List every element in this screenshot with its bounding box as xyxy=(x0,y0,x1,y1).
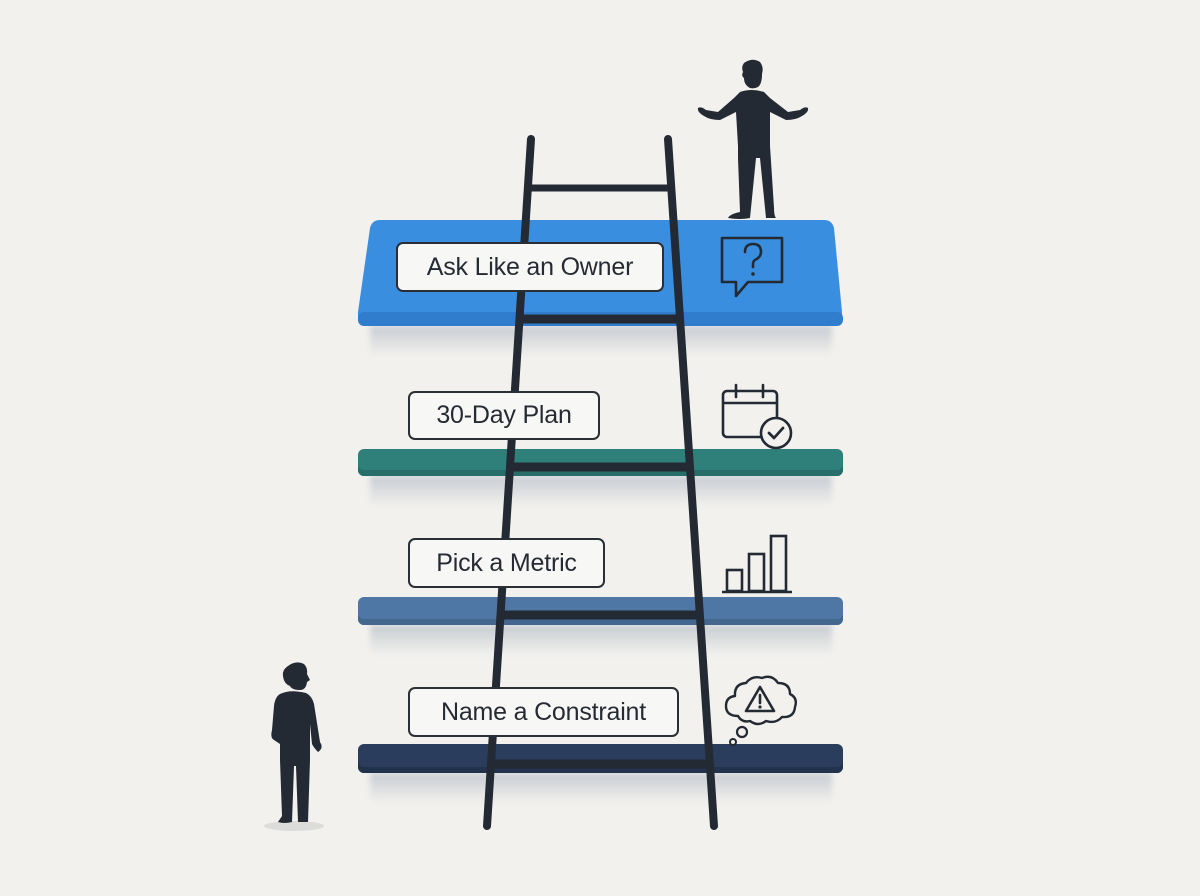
shelf-shadow xyxy=(370,326,832,356)
step-label-name-a-constraint: Name a Constraint xyxy=(408,687,679,737)
warning-thought-cloud-icon xyxy=(724,675,798,746)
step-label-pick-a-metric: Pick a Metric xyxy=(408,538,605,588)
calendar-check-icon xyxy=(721,383,793,450)
question-speech-bubble-icon xyxy=(720,236,784,298)
person-top-arms-open xyxy=(697,59,809,219)
step-label-30-day-plan: 30-Day Plan xyxy=(408,391,600,440)
step-label-ask-like-an-owner: Ask Like an Owner xyxy=(396,242,664,292)
bar-chart-icon xyxy=(722,534,792,594)
person-bottom-looking-up xyxy=(264,662,324,831)
shelf-shadow xyxy=(370,476,832,506)
shelf-shadow xyxy=(370,773,832,803)
ladder-right-rail xyxy=(664,135,718,830)
shelf-shadow xyxy=(370,625,832,655)
